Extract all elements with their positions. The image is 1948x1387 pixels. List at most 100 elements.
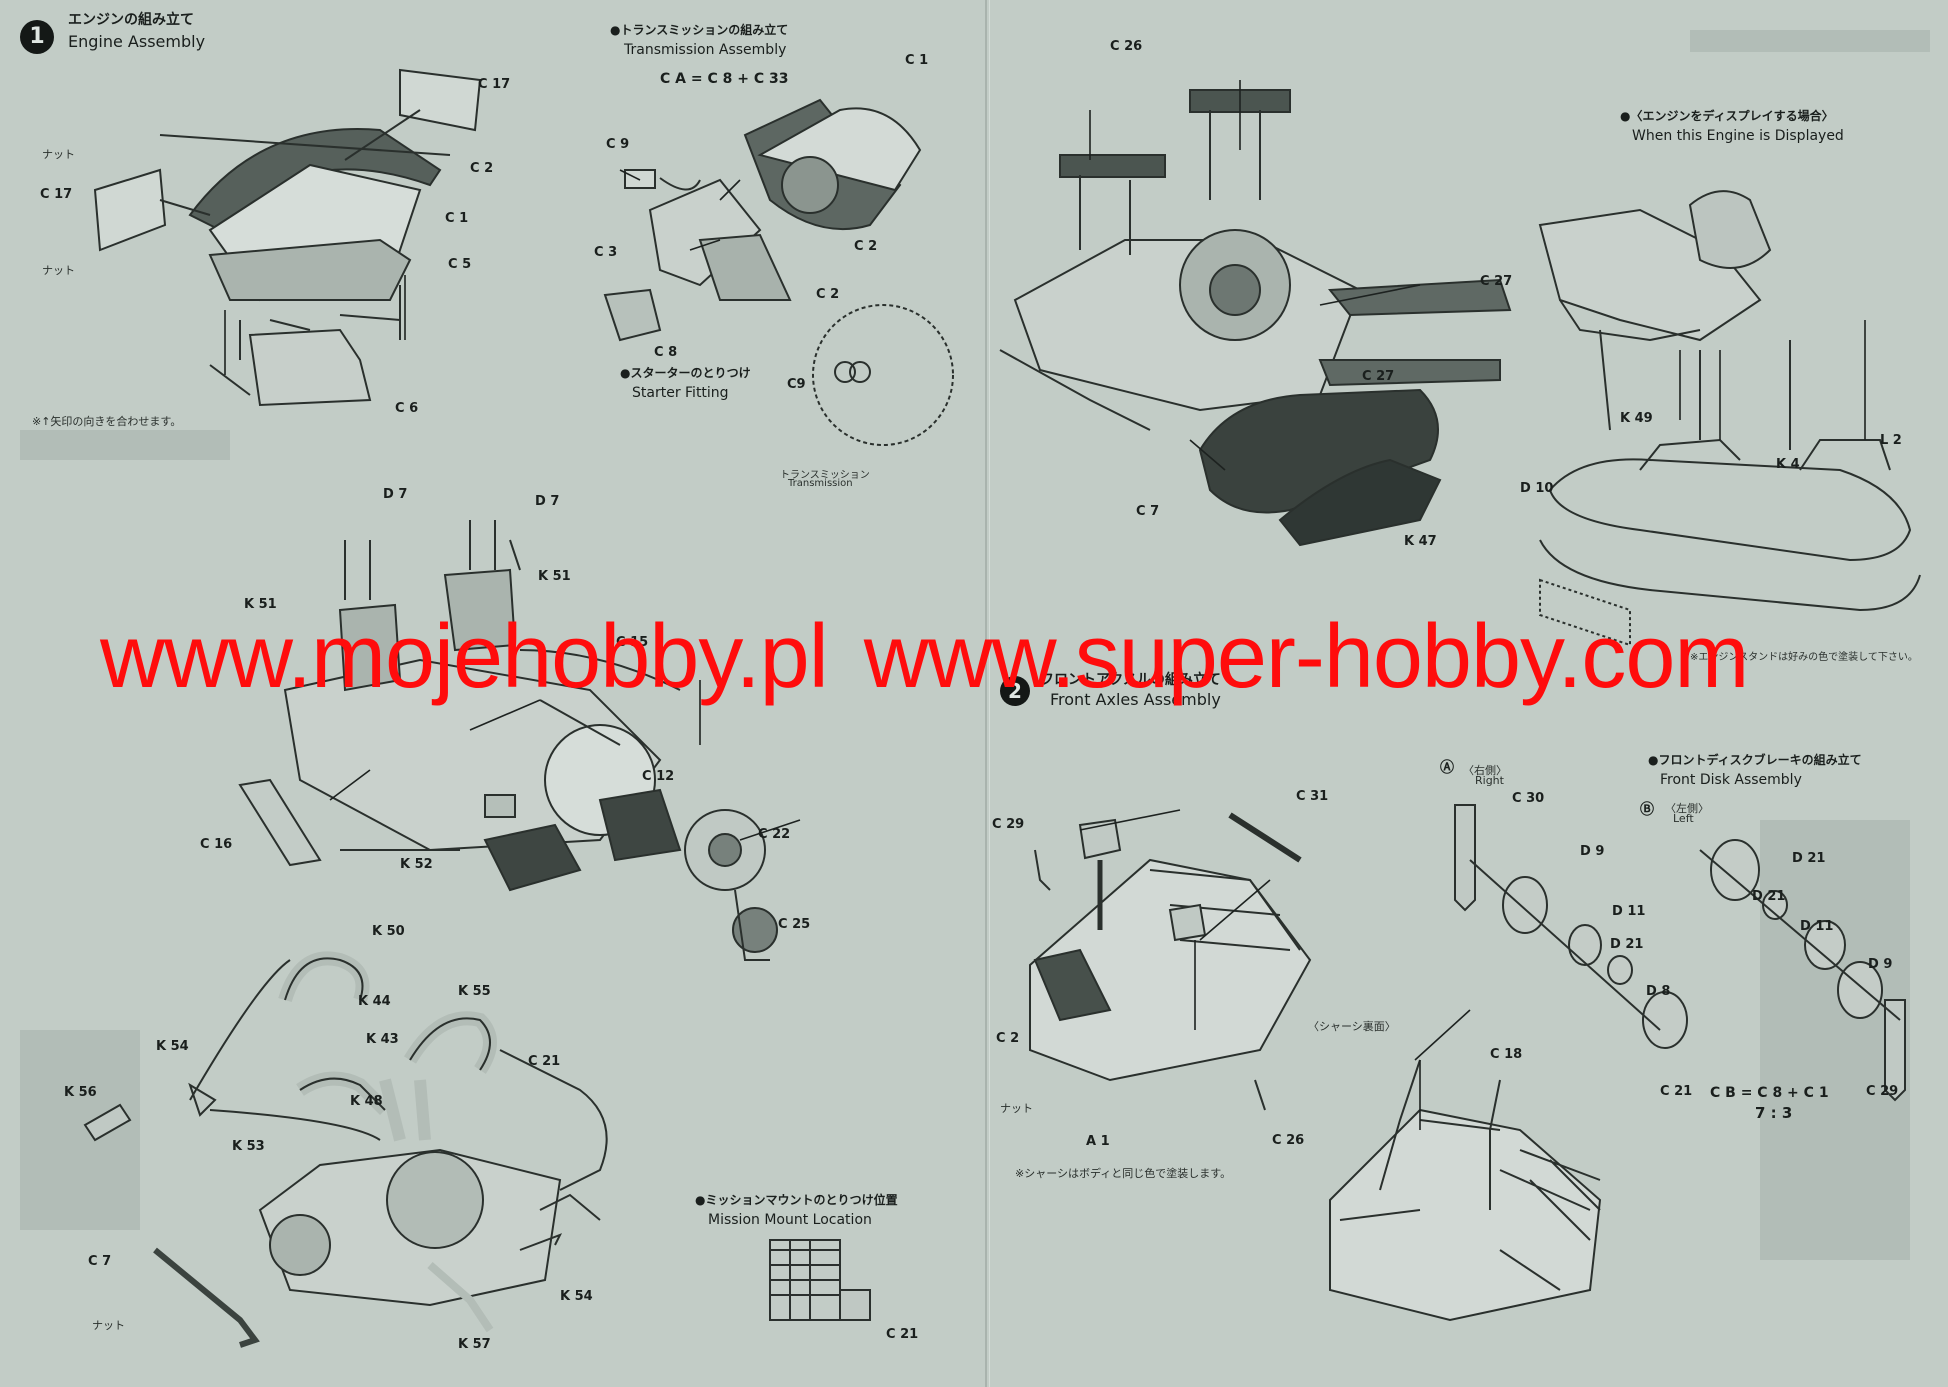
- part-label: K 53: [232, 1139, 265, 1154]
- part-label: K 51: [538, 569, 571, 584]
- part-label: K 57: [458, 1337, 491, 1352]
- part-label: C 9: [606, 137, 630, 152]
- part-label: K 44: [358, 994, 391, 1009]
- part-label: K 48: [350, 1094, 383, 1109]
- part-label: K 43: [366, 1032, 399, 1047]
- chassis-underside-label: 〈シャーシ裏面〉: [1308, 1020, 1396, 1033]
- part-label: C 5: [448, 257, 472, 272]
- part-label: K 55: [458, 984, 491, 999]
- part-label: D 11: [1800, 919, 1834, 934]
- left-marker-icon: Ⓑ: [1640, 802, 1654, 818]
- page-fold: [985, 0, 987, 1387]
- part-label: K 4: [1776, 457, 1800, 472]
- front-axles-title-en: Front Axles Assembly: [1050, 690, 1221, 709]
- part-label: C 21: [1660, 1084, 1693, 1099]
- part-label: D 21: [1610, 937, 1644, 952]
- part-label: K 51: [244, 597, 277, 612]
- part-label: C 8: [654, 345, 678, 360]
- part-label: C 15: [616, 635, 649, 650]
- part-label: K 56: [64, 1085, 97, 1100]
- bleed-through: [20, 1030, 140, 1230]
- part-label: C 1: [445, 211, 469, 226]
- left-label-jp: 〈左側〉: [1665, 802, 1709, 815]
- disk-brake-title-jp: ●フロントディスクブレーキの組み立て: [1648, 753, 1862, 767]
- part-label: C 7: [1136, 504, 1160, 519]
- disk-brake-formula: C B = C 8 + C 1: [1710, 1085, 1829, 1101]
- display-title-jp: ●〈エンジンをディスプレイする場合〉: [1620, 109, 1834, 123]
- page-fold-highlight: [989, 0, 990, 1387]
- starter-title-jp: ●スターターのとりつけ: [620, 366, 751, 380]
- part-label: C 16: [200, 837, 233, 852]
- nut-label: ナット: [1000, 1102, 1033, 1115]
- part-label: C 6: [395, 401, 419, 416]
- arrow-note: ※↑矢印の向きを合わせます。: [32, 415, 182, 428]
- part-label: C 2: [996, 1031, 1020, 1046]
- part-label: C 31: [1296, 789, 1329, 804]
- nut-label: ナット: [42, 264, 75, 277]
- part-label: C 25: [778, 917, 811, 932]
- part-label: C 26: [1110, 39, 1143, 54]
- part-label: C 2: [470, 161, 494, 176]
- part-label: L 2: [1880, 433, 1902, 448]
- part-label: C 29: [1866, 1084, 1899, 1099]
- part-label: D 11: [1612, 904, 1646, 919]
- engine-assembly-title-jp: エンジンの組み立て: [68, 12, 194, 28]
- right-marker-icon: Ⓐ: [1440, 760, 1454, 776]
- transmission-formula: C A = C 8 + C 33: [660, 71, 789, 87]
- part-label: D 7: [383, 487, 408, 502]
- part-label: D 9: [1868, 957, 1893, 972]
- part-label: D 8: [1646, 984, 1671, 999]
- part-label: C 17: [478, 77, 511, 92]
- part-label: C 27: [1362, 369, 1395, 384]
- right-label-en: Right: [1475, 774, 1504, 787]
- part-label: D 10: [1520, 481, 1554, 496]
- mission-mount-title-en: Mission Mount Location: [708, 1212, 872, 1228]
- part-label: C 21: [528, 1054, 561, 1069]
- starter-title-en: Starter Fitting: [632, 385, 729, 401]
- bleed-through: [20, 430, 230, 460]
- chassis-paint-note: ※シャーシはボディと同じ色で塗装します。: [1015, 1167, 1232, 1180]
- part-label: D 9: [1580, 844, 1605, 859]
- part-label: K 50: [372, 924, 405, 939]
- starter-callout-en: Transmission: [788, 478, 853, 489]
- display-title-en: When this Engine is Displayed: [1632, 128, 1844, 144]
- part-label: C 27: [1480, 274, 1513, 289]
- left-label-en: Left: [1673, 812, 1694, 825]
- watermark-right: www.super-hobby.com: [863, 607, 1750, 707]
- part-label: C 7: [88, 1254, 112, 1269]
- part-label: D 7: [535, 494, 560, 509]
- part-label: C 30: [1512, 791, 1545, 806]
- part-label: A 1: [1086, 1134, 1110, 1149]
- paint-ratio: 7 : 3: [1755, 1104, 1793, 1122]
- transmission-title-jp: ●トランスミッションの組み立て: [610, 23, 789, 37]
- transmission-title-en: Transmission Assembly: [624, 42, 787, 58]
- mission-mount-title-jp: ●ミッションマウントのとりつけ位置: [695, 1193, 898, 1207]
- part-label: C 18: [1490, 1047, 1523, 1062]
- part-label: C 22: [758, 827, 791, 842]
- part-label: C 1: [905, 53, 929, 68]
- starter-callout-label: C9: [787, 377, 806, 392]
- display-note: ※エンジンスタンドは好みの色で塗装して下さい。: [1690, 652, 1918, 663]
- part-label: K 54: [156, 1039, 189, 1054]
- part-label: C 2: [854, 239, 878, 254]
- nut-label: ナット: [92, 1319, 125, 1332]
- part-label: K 49: [1620, 411, 1653, 426]
- part-label: C 17: [40, 187, 73, 202]
- part-label: D 21: [1752, 889, 1786, 904]
- part-label: K 47: [1404, 534, 1437, 549]
- part-label: C 29: [992, 817, 1025, 832]
- part-label: C 3: [594, 245, 618, 260]
- part-label: K 52: [400, 857, 433, 872]
- part-label: C 26: [1272, 1133, 1305, 1148]
- muffler: [1198, 388, 1439, 514]
- part-label: D 21: [1792, 851, 1826, 866]
- part-label: C 2: [816, 287, 840, 302]
- engine-assembly-title-en: Engine Assembly: [68, 32, 206, 51]
- bleed-through: [1690, 30, 1930, 52]
- step-number-1: 1: [20, 20, 54, 54]
- right-label-jp: 〈右側〉: [1463, 764, 1507, 777]
- nut-label: ナット: [42, 148, 75, 161]
